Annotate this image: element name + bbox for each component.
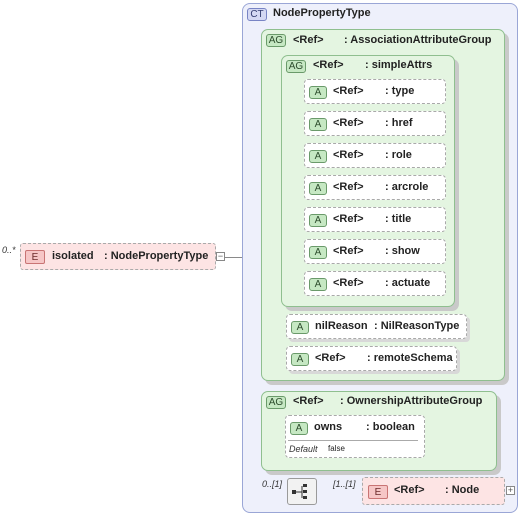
attribute-name: nilReason — [315, 320, 368, 332]
attribute-type: : boolean — [366, 421, 415, 433]
attribute-group-badge: AG — [266, 34, 286, 47]
child-element-ref: <Ref> — [394, 484, 425, 496]
attribute-ref: <Ref> — [333, 277, 364, 289]
attribute-badge: A — [309, 182, 327, 195]
default-label: Default — [289, 444, 318, 454]
complex-type-badge: CT — [247, 8, 267, 21]
attribute-badge: A — [290, 422, 308, 435]
association-group-name: : AssociationAttributeGroup — [344, 34, 492, 46]
ownership-group-name: : OwnershipAttributeGroup — [340, 395, 483, 407]
child-element-name: : Node — [445, 484, 480, 496]
attribute-name: : type — [385, 85, 415, 97]
attribute-nilreason[interactable]: A nilReason : NilReasonType — [286, 314, 467, 339]
element-badge: E — [368, 485, 388, 499]
attribute-ref: <Ref> — [333, 85, 364, 97]
attribute-name: : actuate — [385, 277, 431, 289]
attribute-ref: <Ref> — [333, 117, 364, 129]
root-element-type: : NodePropertyType — [104, 250, 209, 262]
attribute-badge: A — [291, 353, 309, 366]
attribute-show[interactable]: A <Ref> : show — [304, 239, 446, 264]
attribute-name: : show — [385, 245, 420, 257]
simple-attrs-ref: <Ref> — [313, 59, 344, 71]
attribute-ref: <Ref> — [333, 149, 364, 161]
attribute-href[interactable]: A <Ref> : href — [304, 111, 446, 136]
root-element-name: isolated — [52, 250, 94, 262]
attribute-name: : role — [385, 149, 412, 161]
attribute-actuate[interactable]: A <Ref> : actuate — [304, 271, 446, 296]
sequence-cardinality: 0..[1] — [262, 479, 283, 489]
ownership-group-ref: <Ref> — [293, 395, 324, 407]
attribute-title[interactable]: A <Ref> : title — [304, 207, 446, 232]
attribute-badge: A — [291, 321, 309, 334]
divider — [288, 440, 418, 441]
element-badge: E — [25, 250, 45, 264]
attribute-type[interactable]: A <Ref> : type — [304, 79, 446, 104]
attribute-ref: <Ref> — [315, 352, 346, 364]
root-element-isolated[interactable]: E isolated : NodePropertyType — [20, 243, 216, 270]
attribute-name: : title — [385, 213, 412, 225]
attribute-badge: A — [309, 214, 327, 227]
child-element-node[interactable]: E <Ref> : Node — [362, 477, 505, 505]
complex-type-name: NodePropertyType — [273, 7, 371, 19]
attribute-badge: A — [309, 150, 327, 163]
attribute-role[interactable]: A <Ref> : role — [304, 143, 446, 168]
attribute-group-badge: AG — [286, 60, 306, 73]
attribute-name: : arcrole — [385, 181, 429, 193]
child-cardinality: [1..[1] — [333, 479, 356, 489]
sequence-icon — [292, 484, 307, 499]
expand-toggle[interactable]: + — [506, 485, 515, 495]
attribute-group-badge: AG — [266, 396, 286, 409]
attribute-badge: A — [309, 278, 327, 291]
attribute-ref: <Ref> — [333, 181, 364, 193]
attribute-arcrole[interactable]: A <Ref> : arcrole — [304, 175, 446, 200]
attribute-name: owns — [314, 421, 343, 433]
attribute-name: : href — [385, 117, 413, 129]
attribute-owns[interactable]: A owns : boolean Default false — [285, 415, 425, 458]
sequence-compositor[interactable] — [287, 478, 317, 505]
attribute-badge: A — [309, 118, 327, 131]
root-cardinality: 0..* — [2, 245, 16, 255]
attribute-remoteschema[interactable]: A <Ref> : remoteSchema — [286, 346, 457, 371]
attribute-ref: <Ref> — [333, 213, 364, 225]
association-group-ref: <Ref> — [293, 34, 324, 46]
attribute-ref: <Ref> — [333, 245, 364, 257]
attribute-type: : NilReasonType — [374, 320, 460, 332]
simple-attrs-name: : simpleAttrs — [365, 59, 433, 71]
attribute-badge: A — [309, 86, 327, 99]
collapse-toggle[interactable]: − — [216, 251, 225, 261]
attribute-name: : remoteSchema — [367, 352, 453, 364]
default-value: false — [328, 444, 345, 453]
attribute-badge: A — [309, 246, 327, 259]
